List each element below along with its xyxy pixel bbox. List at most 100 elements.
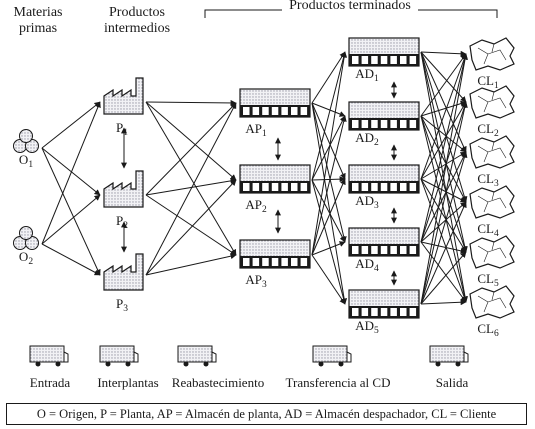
- flow-arrow: [420, 50, 467, 57]
- flow-arrow: [41, 101, 101, 149]
- flow-arrow: [420, 115, 467, 203]
- flow-arrow: [311, 51, 346, 104]
- flow-arrow: [420, 53, 468, 305]
- plant-warehouse-icon: [239, 239, 311, 269]
- flow-arrow: [420, 178, 467, 303]
- flow-arrow: [420, 201, 467, 305]
- dispatch-warehouse-label: AD2: [355, 130, 379, 148]
- flow-arrow: [311, 115, 346, 181]
- flow-arrow: [420, 241, 467, 303]
- plant-label: P2: [116, 213, 128, 231]
- customer-map-icon: [469, 285, 515, 319]
- customer-map-icon: [469, 85, 515, 119]
- flow-arrow: [145, 102, 237, 276]
- plant-warehouse-label: AP1: [245, 121, 267, 139]
- flow-arrow: [311, 179, 347, 305]
- flow-arrow: [420, 51, 467, 103]
- origin-icon: [13, 226, 39, 250]
- flow-arrow: [420, 299, 467, 306]
- flow-arrow: [420, 151, 467, 180]
- truck-icon: [29, 345, 69, 367]
- truck-icon: [312, 345, 352, 367]
- flow-arrow: [420, 100, 467, 117]
- plant-warehouse-icon: [239, 88, 311, 118]
- flow-arrow: [311, 102, 348, 305]
- flow-arrow: [420, 101, 468, 305]
- dispatch-warehouse-icon: [348, 37, 420, 67]
- flow-arrow: [420, 115, 467, 153]
- flow-arrow: [145, 194, 237, 256]
- dispatch-warehouse-icon: [348, 101, 420, 131]
- header-raw-materials-1: Materias: [14, 5, 63, 20]
- flow-arrow: [145, 177, 237, 196]
- flow-arrow: [41, 147, 101, 196]
- flow-arrow: [311, 51, 347, 181]
- transport-stage-label: Transferencia al CD: [286, 375, 391, 390]
- legend: O = Origen, P = Planta, AP = Almacén de …: [6, 403, 527, 425]
- flow-arrow: [420, 151, 467, 243]
- customer-map-icon: [469, 135, 515, 169]
- flow-arrow: [41, 101, 101, 245]
- customer-label: CL5: [477, 271, 499, 289]
- flow-arrow: [420, 251, 467, 305]
- flow-arrow: [420, 53, 467, 117]
- header-intermediate-1: Productos: [109, 5, 165, 20]
- flow-arrow: [311, 102, 347, 243]
- transport-stage-label: Reabastecimiento: [172, 375, 264, 390]
- flow-arrow: [41, 194, 101, 245]
- dispatch-warehouse-icon: [348, 289, 420, 319]
- customer-map-icon: [469, 37, 515, 71]
- flow-arrow: [311, 178, 346, 256]
- flow-arrow: [420, 201, 467, 243]
- flow-arrow: [145, 253, 237, 276]
- flow-arrow: [420, 101, 467, 180]
- flow-arrow: [311, 241, 346, 256]
- transport-stage-label: Salida: [436, 375, 469, 390]
- flow-arrow: [311, 254, 346, 305]
- truck-icon: [429, 345, 469, 367]
- flow-arrow: [420, 115, 468, 253]
- dispatch-warehouse-label: AD4: [355, 256, 379, 274]
- factory-icon: [103, 77, 144, 115]
- dispatch-warehouse-label: AD1: [355, 66, 379, 84]
- dispatch-warehouse-icon: [348, 227, 420, 257]
- plant-label: P1: [116, 120, 128, 138]
- truck-icon: [177, 345, 217, 367]
- customer-label: CL3: [477, 171, 499, 189]
- dispatch-warehouse-label: AD5: [355, 318, 379, 336]
- flow-arrow: [420, 115, 468, 303]
- flow-arrow: [420, 53, 468, 243]
- flow-arrow: [420, 151, 468, 305]
- flow-arrow: [145, 101, 237, 256]
- customer-map-icon: [469, 185, 515, 219]
- flow-arrow: [420, 101, 468, 243]
- flow-arrow: [420, 241, 467, 254]
- flow-arrow: [311, 179, 346, 243]
- customer-label: CL6: [477, 321, 499, 339]
- finished-products-bracket: [204, 9, 498, 18]
- flow-arrow: [145, 179, 237, 276]
- origin-icon: [13, 129, 39, 153]
- customer-label: CL1: [477, 73, 499, 91]
- flow-arrow: [145, 99, 237, 106]
- plant-warehouse-label: AP2: [245, 197, 267, 215]
- flow-arrow: [311, 102, 346, 180]
- header-intermediate-2: intermedios: [104, 21, 170, 36]
- dispatch-warehouse-icon: [348, 164, 420, 194]
- transport-stage-label: Entrada: [30, 375, 71, 390]
- origin-label: O2: [19, 249, 33, 267]
- flow-arrow: [41, 243, 101, 276]
- customer-map-icon: [469, 235, 515, 269]
- dispatch-warehouse-label: AD3: [355, 193, 379, 211]
- flow-arrow: [420, 178, 467, 203]
- customer-label: CL4: [477, 221, 499, 239]
- header-finished-products: Productos terminados: [289, 0, 411, 13]
- flow-arrow: [311, 115, 347, 256]
- flow-arrow: [145, 101, 237, 181]
- factory-icon: [103, 170, 144, 208]
- transport-stage-label: Interplantas: [97, 375, 158, 390]
- plant-warehouse-icon: [239, 164, 311, 194]
- flow-arrow: [420, 178, 467, 253]
- plant-warehouse-label: AP3: [245, 272, 267, 290]
